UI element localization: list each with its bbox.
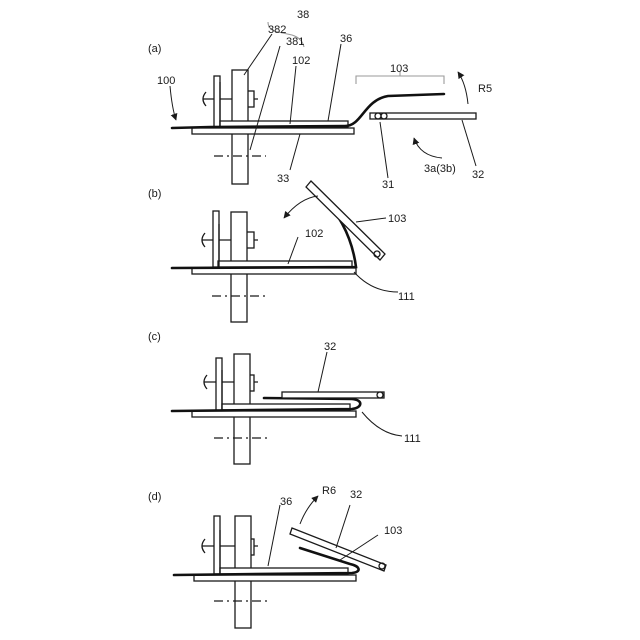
panel-d-letter: (d) (148, 491, 161, 503)
label-111-b: 111 (398, 291, 415, 303)
label-R6: R6 (322, 485, 336, 497)
panel-c-letter: (c) (148, 331, 161, 343)
label-32-c: 32 (324, 341, 336, 353)
label-381: 381 (286, 36, 304, 48)
bracket-post-b (213, 211, 219, 267)
base-plate-c (192, 411, 356, 417)
label-100: 100 (157, 75, 175, 87)
bracket-post-c (216, 358, 222, 412)
bracket-post-a (214, 76, 220, 128)
lead-111-b (354, 272, 398, 292)
label-103-b: 103 (388, 213, 406, 225)
lead-382 (244, 34, 272, 75)
label-102-b: 102 (305, 228, 323, 240)
lead-32-c (318, 352, 327, 392)
lead-31 (380, 122, 388, 178)
lead-32-d (336, 505, 350, 548)
base-plate-33 (192, 128, 354, 134)
lead-32 (462, 120, 476, 166)
base-plate-d (194, 575, 356, 581)
label-36: 36 (340, 33, 352, 45)
arrow-3a (414, 138, 442, 158)
lead-102-b (288, 237, 298, 264)
panel-c: (c) 32 111 (148, 331, 421, 464)
bracket-post-d (214, 516, 220, 574)
label-102: 102 (292, 55, 310, 67)
label-103: 103 (390, 63, 408, 75)
lead-36-d (268, 505, 280, 566)
arrow-R5 (458, 72, 468, 104)
panel-d: (d) 36 R6 32 103 (148, 485, 402, 628)
label-33: 33 (277, 173, 289, 185)
arrow-R6 (300, 496, 318, 524)
label-111-c: 111 (404, 433, 421, 445)
lead-36 (328, 44, 341, 121)
panel-a: (a) (148, 9, 492, 191)
label-31: 31 (382, 179, 394, 191)
label-103-d: 103 (384, 525, 402, 537)
panel-a-letter: (a) (148, 43, 161, 55)
table-b (306, 181, 385, 260)
table-c (282, 392, 384, 398)
arrow-b (284, 196, 318, 218)
label-38: 38 (297, 9, 309, 21)
label-36-d: 36 (280, 496, 292, 508)
arrow-100 (170, 86, 176, 120)
panel-b: (b) 103 102 111 (148, 181, 415, 322)
label-32-d: 32 (350, 489, 362, 501)
label-R5: R5 (478, 83, 492, 95)
lead-111-c (362, 412, 402, 436)
label-3a3b: 3a(3b) (424, 163, 456, 175)
brace-103-a (356, 76, 444, 84)
label-32: 32 (472, 169, 484, 181)
lead-102 (290, 66, 296, 124)
label-382: 382 (268, 24, 286, 36)
lead-33 (290, 134, 300, 170)
lead-103-b (356, 218, 386, 222)
panel-b-letter: (b) (148, 188, 161, 200)
